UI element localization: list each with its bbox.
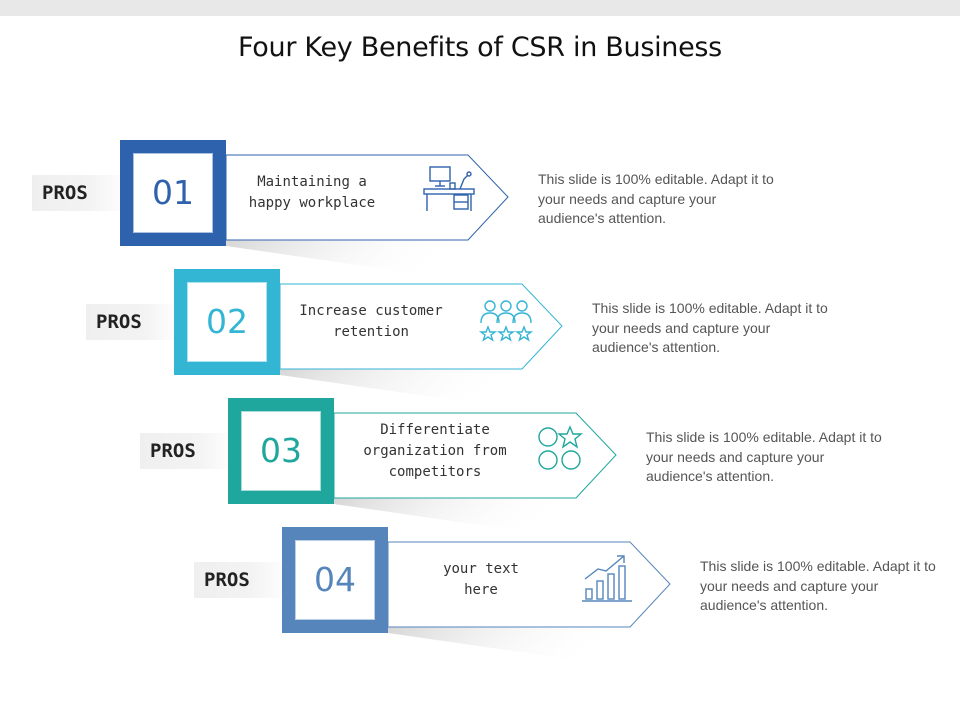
pros-tag: PROS — [140, 433, 236, 469]
customers-stars-icon — [478, 300, 534, 342]
pros-tag: PROS — [32, 175, 128, 211]
benefit-description: This slide is 100% editable. Adapt it to… — [592, 300, 828, 355]
number-box: 02 — [174, 269, 280, 375]
benefit-label: your text here — [443, 561, 519, 598]
benefit-row-1: PROS 01 Maintaining a happy workplace Th… — [32, 140, 932, 280]
benefit-number: 02 — [206, 302, 248, 341]
benefit-description: This slide is 100% editable. Adapt it to… — [646, 429, 882, 484]
benefit-arrow-shape — [333, 412, 617, 499]
benefit-row-4: PROS 04 your text here This slide is 100… — [194, 527, 960, 667]
top-bar — [0, 0, 960, 16]
benefit-arrow-shape — [279, 283, 563, 370]
circles-star-icon — [538, 425, 583, 470]
benefit-arrow-shape — [387, 541, 671, 628]
number-box: 01 — [120, 140, 226, 246]
page-title: Four Key Benefits of CSR in Business — [238, 32, 722, 63]
benefit-number: 04 — [314, 560, 356, 599]
benefit-description: This slide is 100% editable. Adapt it to… — [700, 558, 936, 613]
number-box: 03 — [228, 398, 334, 504]
pros-tag: PROS — [194, 562, 290, 598]
benefit-row-3: PROS 03 Differentiate organization from … — [140, 398, 960, 538]
growth-chart-icon — [582, 555, 632, 602]
benefit-label: Maintaining a happy workplace — [248, 174, 376, 211]
desk-workplace-icon — [423, 166, 475, 211]
benefit-description: This slide is 100% editable. Adapt it to… — [538, 171, 774, 226]
benefit-row-2: PROS 02 Increase customer retention This… — [86, 269, 960, 409]
benefit-label: Increase customer retention — [299, 303, 443, 340]
benefit-arrow-shape — [225, 154, 509, 241]
benefit-label: Differentiate organization from competit… — [363, 421, 507, 480]
pros-tag: PROS — [86, 304, 182, 340]
benefit-number: 01 — [152, 173, 194, 212]
benefit-number: 03 — [260, 431, 302, 470]
number-box: 04 — [282, 527, 388, 633]
